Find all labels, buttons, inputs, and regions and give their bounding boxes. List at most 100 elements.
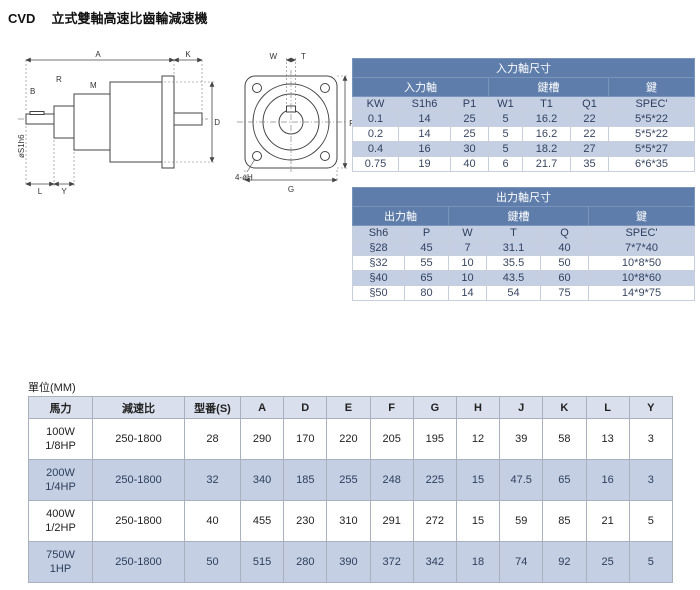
group-header-key: 鍵 <box>588 206 695 226</box>
bolt-hole <box>320 151 330 161</box>
spec-cell: 290 <box>239 418 285 460</box>
input-table-cell: 5 <box>488 126 523 142</box>
input-shaft-key <box>29 111 45 115</box>
dim-label-y: Y <box>61 187 67 196</box>
spec-cell: 47.5 <box>499 459 544 501</box>
group-header-keyway: 鍵槽 <box>448 206 589 226</box>
output-table-cell: §50 <box>352 285 405 301</box>
column-header: D <box>283 396 328 419</box>
dim-label-t: T <box>301 52 306 61</box>
housing-mid <box>73 93 111 151</box>
spec-cell: 250-1800 <box>92 541 185 583</box>
output-table-cell: 75 <box>540 285 589 301</box>
input-table-cell: 25 <box>450 111 489 127</box>
output-table-cell: 10 <box>448 255 487 271</box>
column-header: SPEC' <box>588 225 695 241</box>
technical-drawings: A K R B M D L Y øS1h6 <box>16 48 355 196</box>
side-view-drawing: A K R B M D L Y øS1h6 <box>17 50 220 196</box>
column-header: K <box>542 396 587 419</box>
spec-cell: 18 <box>455 541 501 583</box>
spec-cell: 13 <box>585 418 630 460</box>
bolt-hole <box>320 83 330 93</box>
dim-label-a: A <box>95 50 101 59</box>
spec-cell: 515 <box>239 541 285 583</box>
output-table-cell: §28 <box>352 240 405 256</box>
column-header: A <box>239 396 285 419</box>
bolt-hole <box>252 151 262 161</box>
column-header: Q1 <box>570 96 609 112</box>
output-table-cell: 60 <box>540 270 589 286</box>
input-shaft <box>25 113 55 125</box>
dim-label-w: W <box>269 52 277 61</box>
spec-cell: 342 <box>412 541 457 583</box>
output-table-cell: 10*8*60 <box>588 270 695 286</box>
dim-label-b: B <box>30 87 35 96</box>
shaft-tables: 入力軸尺寸 入力軸 鍵槽 鍵 KW S1h6 P1 W1 T1 Q1 SPEC'… <box>352 58 695 301</box>
input-table-cell: 16.2 <box>522 126 571 142</box>
spec-cell: 291 <box>369 500 414 542</box>
column-header: 馬力 <box>28 396 93 419</box>
spec-cell: 3 <box>628 459 674 501</box>
output-table-cell: 14 <box>448 285 487 301</box>
spec-cell: 5 <box>628 500 674 542</box>
unit-label: 單位(MM) <box>28 382 76 394</box>
spec-cell: 58 <box>542 418 587 460</box>
spec-cell: 250-1800 <box>92 459 185 501</box>
group-header-keyway: 鍵槽 <box>488 77 609 97</box>
input-table-cell: 0.1 <box>352 111 399 127</box>
input-table-cell: 27 <box>570 141 609 157</box>
spec-cell: 455 <box>239 500 285 542</box>
column-header: 減速比 <box>92 396 185 419</box>
group-header-key: 鍵 <box>608 77 695 97</box>
group-header-output-shaft: 出力軸 <box>352 206 449 226</box>
output-table-cell: 54 <box>486 285 541 301</box>
column-header: F <box>369 396 414 419</box>
output-table-cell: 55 <box>404 255 449 271</box>
spec-cell: 390 <box>326 541 371 583</box>
spec-cell: 248 <box>369 459 414 501</box>
spec-cell: 170 <box>283 418 328 460</box>
output-table-cell: §40 <box>352 270 405 286</box>
input-table-cell: 18.2 <box>522 141 571 157</box>
spec-cell: 74 <box>499 541 544 583</box>
gear-housing <box>109 81 163 163</box>
output-table-cell: 31.1 <box>486 240 541 256</box>
spec-cell: 185 <box>283 459 328 501</box>
spec-cell: 3 <box>628 418 674 460</box>
shaft-diameter-label: øS1h6 <box>17 134 26 158</box>
dim-label-f: F <box>349 119 354 128</box>
spec-cell: 15 <box>455 500 501 542</box>
title-text: 立式雙軸高速比齒輪減速機 <box>51 11 208 26</box>
input-table-cell: 25 <box>450 126 489 142</box>
output-table-cell: 45 <box>404 240 449 256</box>
spec-cell: 230 <box>283 500 328 542</box>
column-header: P1 <box>450 96 489 112</box>
output-table-cell: 50 <box>540 255 589 271</box>
column-header: T <box>486 225 541 241</box>
column-header: KW <box>352 96 399 112</box>
column-header: L <box>585 396 630 419</box>
spec-cell: 32 <box>184 459 241 501</box>
output-table-cell: 80 <box>404 285 449 301</box>
output-table-cell: §32 <box>352 255 405 271</box>
input-table-cell: 35 <box>570 156 609 172</box>
spec-cell: 12 <box>455 418 501 460</box>
input-table-cell: 22 <box>570 126 609 142</box>
spec-cell: 50 <box>184 541 241 583</box>
dim-label-m: M <box>90 81 97 90</box>
input-table-cell: 14 <box>398 111 451 127</box>
input-table-cell: 14 <box>398 126 451 142</box>
